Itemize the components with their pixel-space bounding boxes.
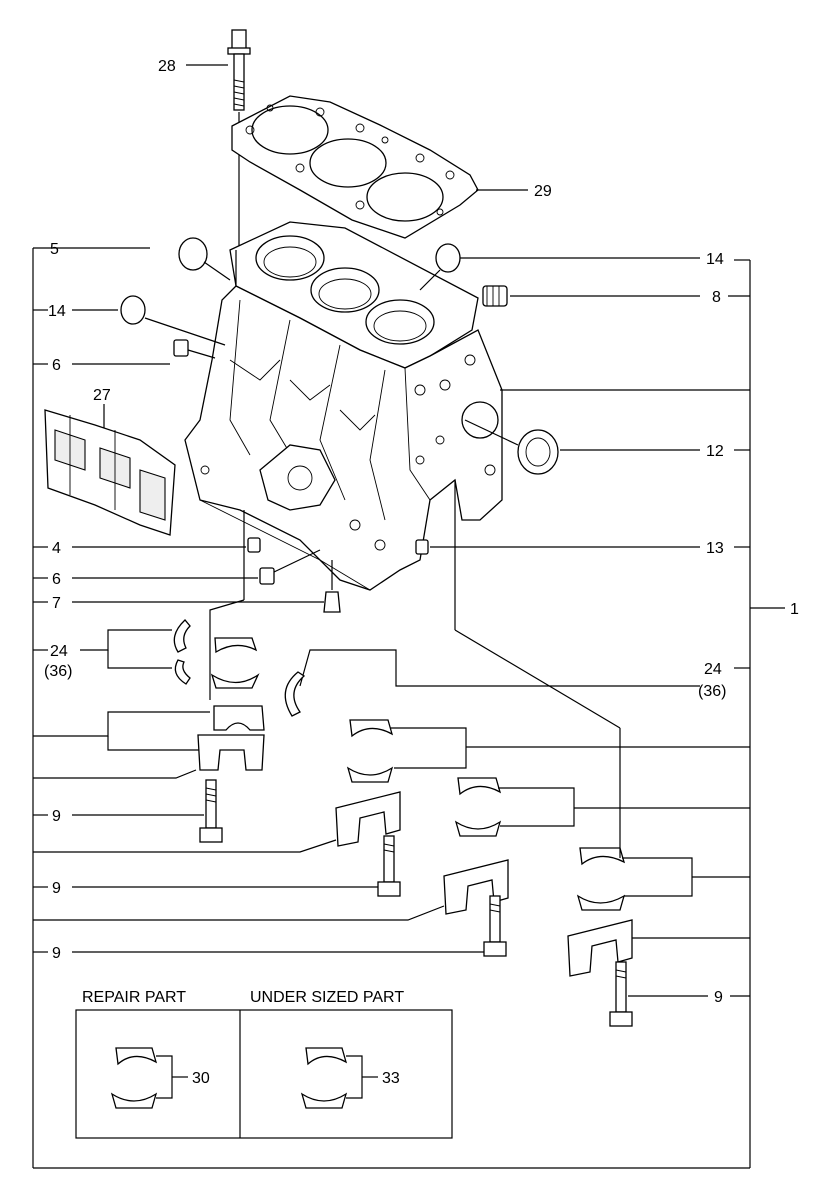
seal-12 [464, 419, 750, 475]
callout-1: 1 [790, 601, 799, 618]
callout-27: 27 [93, 387, 111, 404]
plug-4 [33, 510, 261, 600]
thrust-washers-24-left [33, 619, 191, 685]
callout-33: 33 [382, 1070, 400, 1087]
expansion-plug-5 [33, 237, 231, 281]
inset-undersized-label: UNDER SIZED PART [250, 989, 404, 1006]
inset-repair-label: REPAIR PART [82, 989, 186, 1006]
callout-6-top: 6 [52, 357, 61, 374]
plug-7 [33, 560, 341, 613]
main-bolt-9-b [33, 835, 401, 897]
callout-24-right-sub: (36) [698, 683, 726, 700]
callout-12: 12 [706, 443, 724, 460]
expansion-plug-14-right [419, 243, 750, 291]
callout-labels: 28 29 5 14 8 14 6 27 12 4 13 6 7 1 24 (3… [44, 58, 799, 1087]
thrust-washers-24-right [284, 649, 750, 717]
callout-24-left: 24 [50, 643, 68, 660]
callout-14-left: 14 [48, 303, 66, 320]
callout-28: 28 [158, 58, 176, 75]
callout-24-left-sub: (36) [44, 663, 72, 680]
main-bolt-9-d [609, 961, 750, 1027]
main-bearing-set-1 [33, 637, 265, 779]
leader-lines-misc [209, 250, 245, 700]
expansion-plug-14-left [33, 295, 226, 346]
main-bearing-set-2 [33, 719, 750, 853]
plug-8 [482, 285, 750, 391]
callout-5: 5 [50, 241, 59, 258]
plug-6-top [33, 339, 216, 365]
callout-6-bottom: 6 [52, 571, 61, 588]
main-bearing-set-4 [454, 480, 750, 977]
callout-14-right: 14 [706, 251, 724, 268]
inset-box [75, 1009, 453, 1139]
callout-8: 8 [712, 289, 721, 306]
plug-13 [415, 539, 750, 555]
plug-6-bottom [33, 549, 321, 585]
callout-9-c: 9 [52, 945, 61, 962]
callout-4: 4 [52, 540, 61, 557]
main-bolt-9-a [33, 779, 223, 843]
callout-24-right: 24 [704, 661, 722, 678]
callout-30: 30 [192, 1070, 210, 1087]
callout-9-b: 9 [52, 880, 61, 897]
callout-29: 29 [534, 183, 552, 200]
callout-9-d: 9 [714, 989, 723, 1006]
callout-9-a: 9 [52, 808, 61, 825]
frame-lines [32, 248, 785, 1169]
part-27 [44, 404, 176, 536]
main-bolt-9-c [33, 895, 507, 957]
cylinder-block [184, 221, 503, 591]
head-gasket-29 [231, 95, 528, 239]
main-bearing-set-3 [33, 777, 750, 921]
callout-13: 13 [706, 540, 724, 557]
callout-7: 7 [52, 595, 61, 612]
